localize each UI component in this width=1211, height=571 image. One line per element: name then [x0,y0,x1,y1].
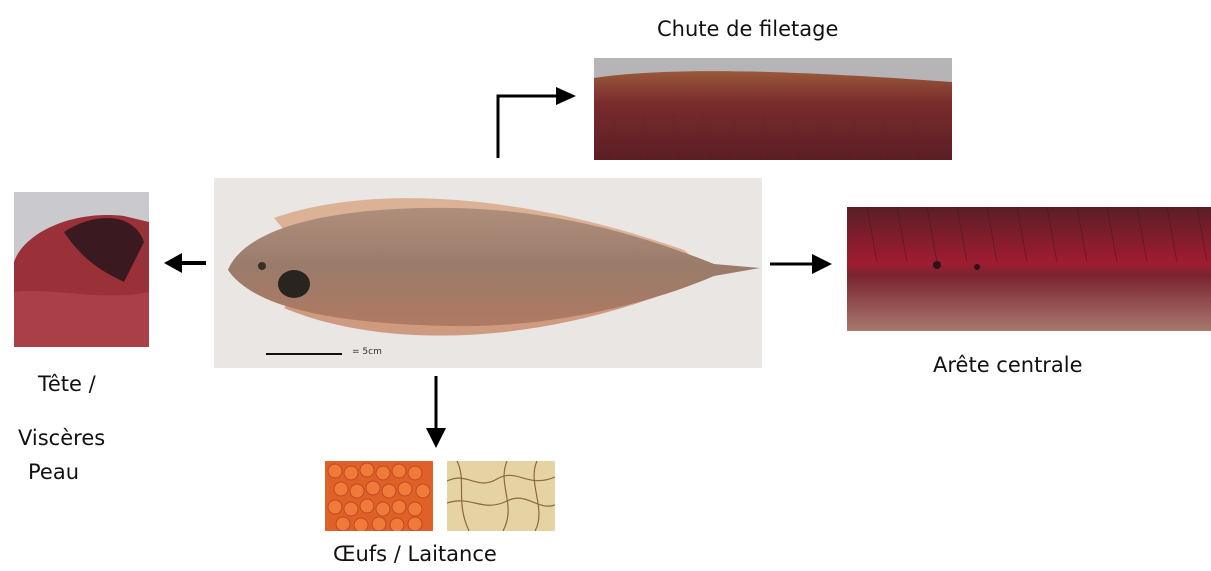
arrow-to-trimmings-head [556,87,576,105]
arrow-to-roe-head [426,428,446,448]
arrow-to-trimmings [498,96,558,158]
arrow-to-backbone-head [812,254,832,274]
arrow-to-head-head [164,253,182,273]
